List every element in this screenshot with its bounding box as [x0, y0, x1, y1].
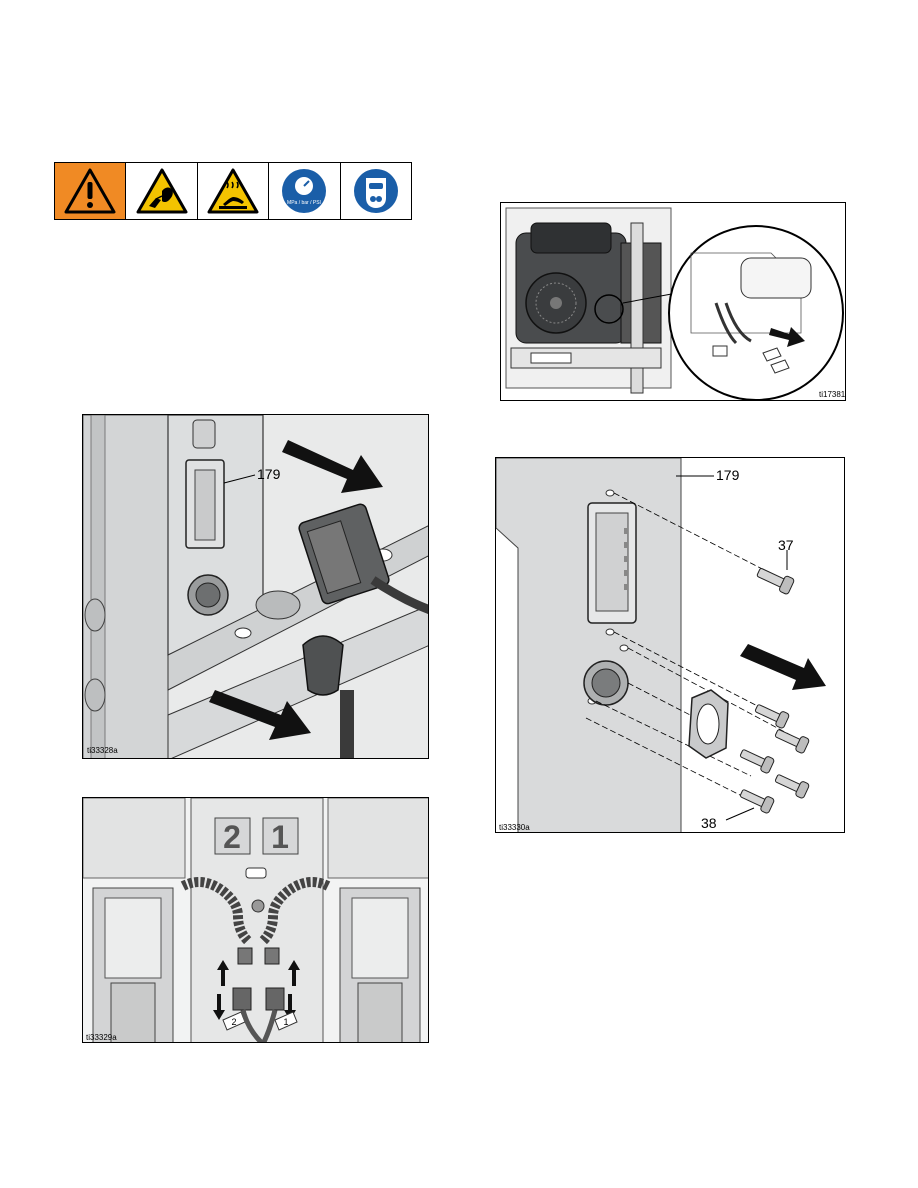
callout-179: 179 — [257, 466, 281, 482]
port-label-2: 2 — [223, 819, 241, 855]
callout-37: 37 — [778, 537, 794, 553]
figure-id: ti33330a — [499, 823, 530, 832]
tag-label-2: 2 — [231, 1017, 236, 1027]
figure-id: ti33329a — [86, 1033, 117, 1042]
safety-symbol-bar: MPa / bar / PSI — [54, 162, 412, 220]
pressure-relief-icon: MPa / bar / PSI — [269, 163, 341, 219]
figure-panel-exploded-view: 179 37 38 ti33330a — [495, 457, 845, 833]
figure-id: ti17381b — [819, 390, 846, 399]
injection-hazard-icon — [126, 163, 198, 219]
figure-engine-starter-wiring: ti17381b — [500, 202, 846, 401]
protective-equipment-icon — [341, 163, 411, 219]
figure-id: ti33328a — [87, 746, 118, 755]
hot-surface-icon — [198, 163, 270, 219]
callout-179: 179 — [716, 467, 740, 483]
callout-38: 38 — [701, 815, 717, 831]
figure-connector-disconnect: 179 ti33328a — [82, 414, 429, 759]
port-label-1: 1 — [271, 819, 289, 855]
general-warning-icon — [55, 163, 127, 219]
pressure-unit-label: MPa / bar / PSI — [287, 200, 321, 206]
figure-cable-connectors: 2 1 2 1 ti33329a — [82, 797, 429, 1043]
tag-label-1: 1 — [283, 1017, 288, 1027]
